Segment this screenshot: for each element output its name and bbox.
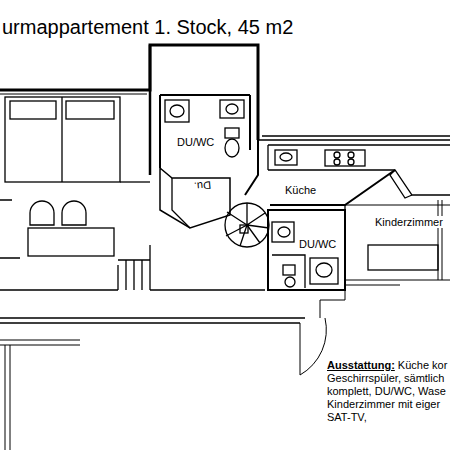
plan-title: urmappartement 1. Stock, 45 m2 bbox=[2, 16, 293, 39]
note-text: Küche kor bbox=[398, 359, 448, 372]
note-text: Geschirrspüler, sämtlich bbox=[327, 372, 444, 385]
note-text: Kinderzimmer mit eiger bbox=[327, 398, 440, 411]
note-heading: Ausstattung: bbox=[327, 359, 395, 372]
room-label: Du. bbox=[193, 179, 213, 193]
room-label: DU/WC bbox=[298, 238, 337, 250]
note-text: komplett, DU/WC, Wase bbox=[327, 385, 446, 398]
room-label: Kinderzimmer bbox=[374, 216, 444, 228]
room-label: DU/WC bbox=[176, 136, 215, 148]
room-label: Küche bbox=[284, 184, 317, 196]
note-text: SAT-TV, bbox=[327, 411, 367, 424]
